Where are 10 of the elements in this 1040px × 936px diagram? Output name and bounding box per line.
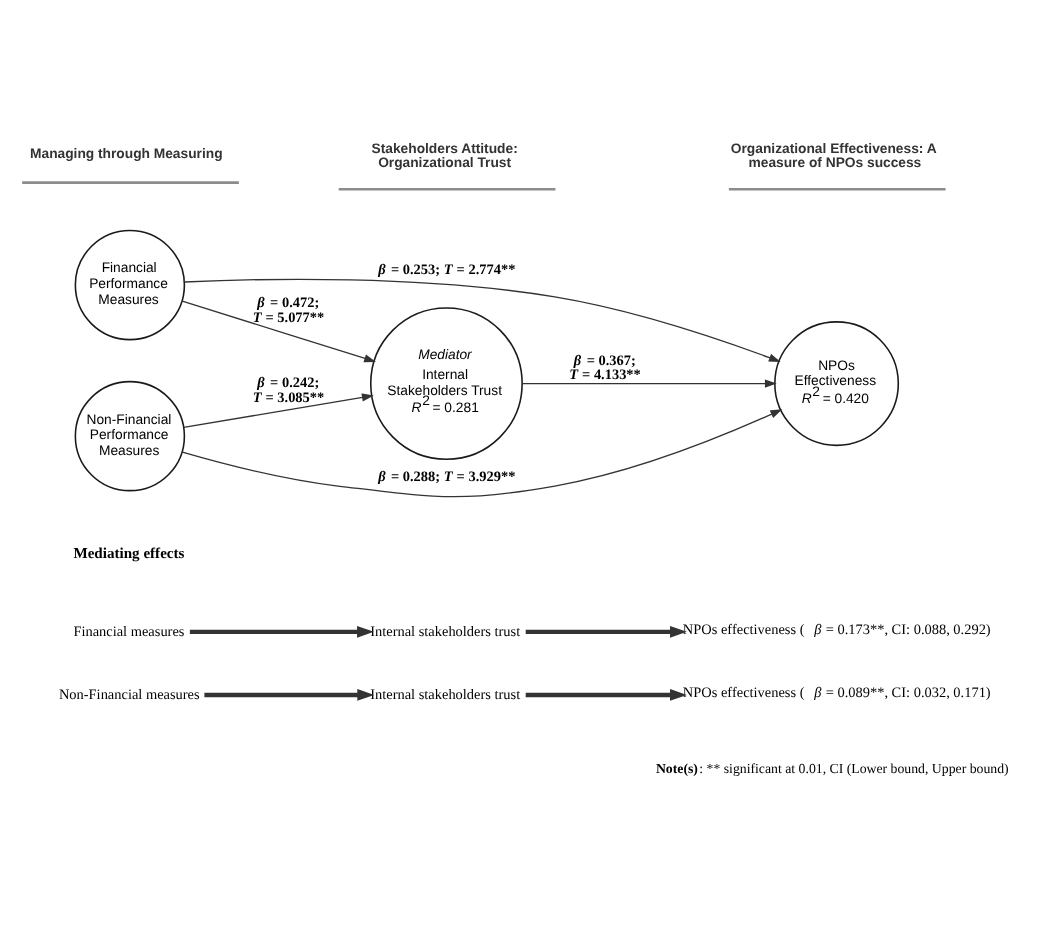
arrow xyxy=(189,625,374,638)
arrow xyxy=(181,300,376,363)
arrow xyxy=(181,409,783,498)
arrow xyxy=(525,689,687,701)
arrow xyxy=(525,625,687,638)
arrow xyxy=(204,689,375,701)
arrow xyxy=(183,278,781,362)
label: Mediating effects xyxy=(73,543,185,562)
arrow xyxy=(183,393,374,428)
arrow xyxy=(521,379,777,388)
